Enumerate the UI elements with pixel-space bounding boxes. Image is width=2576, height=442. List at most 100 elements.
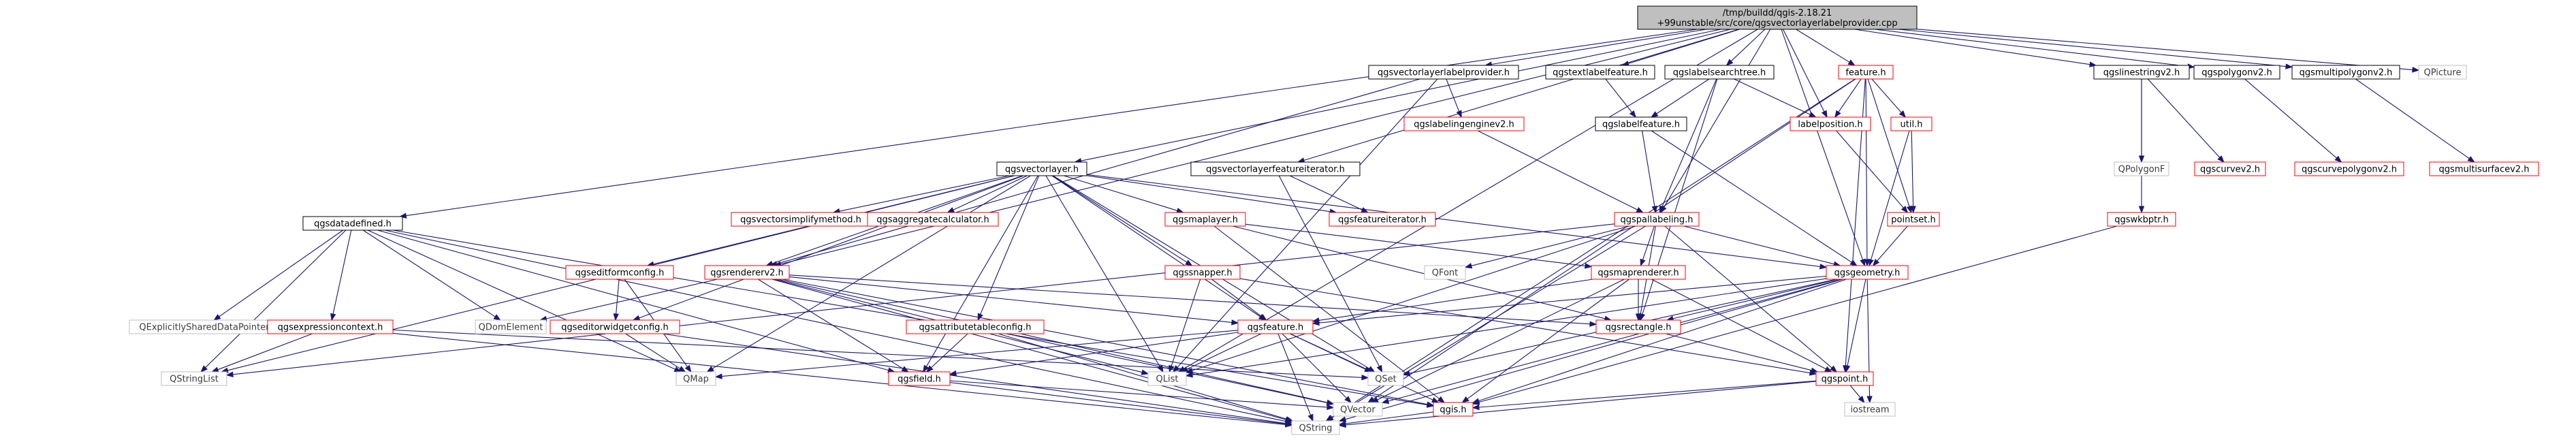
edge-labelposition-to-pointset [1836,130,1909,214]
node-qgsaggregatecalculator[interactable]: qgsaggregatecalculator.h [867,212,999,227]
node-qgsfeature[interactable]: qgsfeature.h [1237,319,1314,334]
node-qgsmaplayer[interactable]: qgsmaplayer.h [1164,212,1246,227]
edge-qgsdatadefined-to-QStringList [200,230,347,373]
edge-arrowhead [714,373,722,379]
edge-util-to-pointset [1910,130,1916,214]
node-qgspoint[interactable]: qgspoint.h [1815,371,1874,386]
edge-line [1838,78,1862,112]
node-box [2291,65,2400,80]
edge-qgsvectorlayer-to-qgsfeatureiterator [1086,175,1337,215]
node-qgswkbptr[interactable]: qgswkbptr.h [2107,212,2176,227]
node-QString: QString [1291,420,1340,435]
node-label: qgspallabeling.h [1620,215,1693,225]
edge-line [1303,29,1739,161]
node-qgsdatadefined[interactable]: qgsdatadefined.h [302,216,403,231]
node-qgis[interactable]: qgis.h [1433,402,1474,417]
node-label: QMap [683,375,709,385]
node-qgslabelfeature[interactable]: qgslabelfeature.h [1595,116,1687,131]
node-qgsvectorlayerfeatureiterator[interactable]: qgsvectorlayerfeatureiterator.h [1190,161,1361,176]
edge-line [998,333,1287,420]
edge-arrowhead [2138,206,2145,214]
edge-arrowhead [1819,264,1828,270]
edge-arrowhead [706,366,714,373]
edge-qgsattributetableconfig-to-QString [998,333,1294,422]
edge-line [392,332,1286,426]
node-qgspallabeling[interactable]: qgspallabeling.h [1614,212,1700,227]
node-qgscurvev2[interactable]: qgscurvev2.h [2194,161,2266,176]
node-qgseditformconfig[interactable]: qgseditformconfig.h [565,265,674,280]
edge-arrowhead [1830,365,1838,373]
node-QStringList: QStringList [161,371,227,386]
node-box [475,319,547,334]
node-qgssnapper[interactable]: qgssnapper.h [1164,265,1241,280]
node-qgsexpressioncontext[interactable]: qgsexpressioncontext.h [267,319,394,334]
edge-root-to-feature [1796,29,1856,66]
node-label: qgseditorwidgetconfig.h [561,323,669,333]
edge-line [780,29,1731,265]
node-box [675,371,716,386]
edge-line [925,175,1038,367]
edge-line [1871,130,1910,260]
node-qgsattributetableconfig[interactable]: qgsattributetableconfig.h [906,319,1045,334]
node-label: QDomElement [479,323,543,333]
edge-line [1651,279,1826,370]
node-pointset[interactable]: pointset.h [1887,212,1940,227]
node-qgseditorwidgetconfig[interactable]: qgseditorwidgetconfig.h [550,319,680,334]
node-feature[interactable]: feature.h [1838,65,1894,80]
edge-arrowhead [1821,110,1828,119]
node-qgslabelingenginev2[interactable]: qgslabelingenginev2.h [1403,116,1525,131]
node-root[interactable]: /tmp/buildd/qgis-2.18.21+99unstable/src/… [1637,5,1918,30]
node-label: qgspoint.h [1822,375,1869,385]
node-qgsvectorlayerlabelprovider[interactable]: qgsvectorlayerlabelprovider.h [1368,65,1519,80]
node-qgslinestringv2[interactable]: qgslinestringv2.h [2093,65,2190,80]
edge-line [1651,130,1852,263]
node-qgsmultipolygonv2[interactable]: qgsmultipolygonv2.h [2291,65,2400,80]
edge-root-to-qgspolygonv2 [1875,29,2195,69]
node-qgsfield[interactable]: qgsfield.h [888,371,951,386]
node-qgsvectorlayer[interactable]: qgsvectorlayer.h [996,161,1087,176]
edge-arrowhead [1431,397,1440,403]
edge-arrowhead [1847,59,1856,66]
edge-arrowhead [1809,112,1817,118]
edge-line [1642,130,1655,207]
edge-feature-to-pointset [1867,78,1912,214]
edge-arrowhead [1376,364,1383,373]
node-box [1595,319,1681,334]
edge-line [392,329,1363,378]
node-qgspolygonv2[interactable]: qgspolygonv2.h [2193,65,2280,80]
node-qgsmultisurfacev2[interactable]: qgsmultisurfacev2.h [2429,161,2539,176]
edge-line [1345,381,1817,426]
edge-qgslinestringv2-to-qgscurvev2 [2147,78,2225,163]
node-box [1190,161,1361,176]
node-QExplicitlySharedDataPointer: QExplicitlySharedDataPointer [129,319,280,334]
node-qgsgeometry[interactable]: qgsgeometry.h [1826,265,1909,280]
edge-arrowhead [1185,259,1193,266]
edge-line [1471,225,1630,266]
edge-line [1446,78,1460,112]
node-qgscurvepolygonv2[interactable]: qgscurvepolygonv2.h [2294,161,2404,176]
edge-arrowhead [765,260,774,266]
node-qgsfeatureiterator[interactable]: qgsfeatureiterator.h [1329,212,1436,227]
edge-line [1245,223,1586,266]
node-qgsmaprenderer[interactable]: qgsmaprenderer.h [1591,265,1686,280]
node-qgsrectangle[interactable]: qgsrectangle.h [1595,319,1681,334]
node-qgslabelsearchtree[interactable]: qgslabelsearchtree.h [1664,65,1775,80]
edge-line [1898,29,2287,67]
edge-line [1781,29,1864,260]
node-labelposition[interactable]: labelposition.h [1790,116,1871,131]
edge-arrowhead [1844,364,1851,373]
node-qgstextlabelfeature[interactable]: qgstextlabelfeature.h [1545,65,1655,80]
node-box [1545,65,1655,80]
edge-arrowhead [678,366,686,373]
edge-arrowhead [1585,263,1593,269]
edge-line [1672,279,1839,319]
node-box [2107,212,2176,227]
node-qgsvectorsimplifymethod[interactable]: qgsvectorsimplifymethod.h [731,212,871,227]
edge-root-to-qgstextlabelfeature [1621,29,1740,67]
node-util[interactable]: util.h [1890,116,1933,131]
edge-line [1290,333,1433,400]
node-qgsrendererv2[interactable]: qgsrendererv2.h [704,265,790,280]
node-QDomElement: QDomElement [475,319,547,334]
node-iostream: iostream [1844,402,1896,417]
